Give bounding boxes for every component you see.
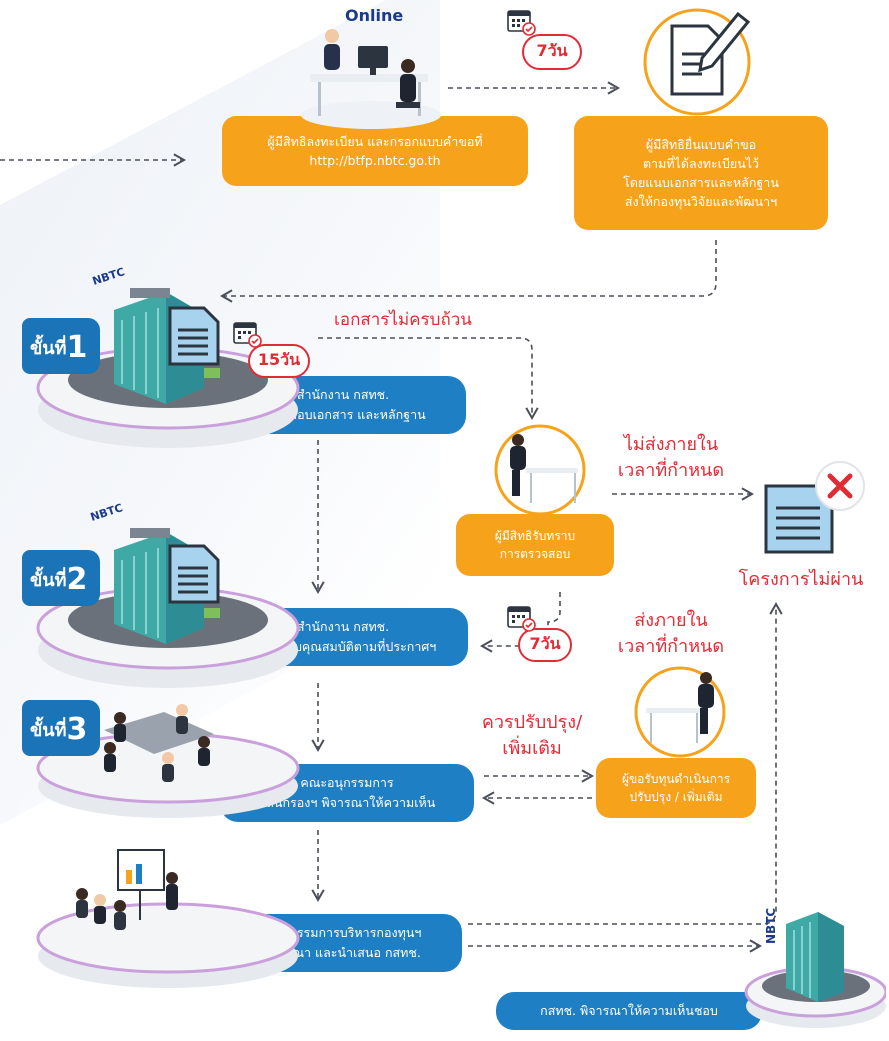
duration-badge-7-days-mid: 7วัน — [518, 628, 572, 662]
step3-platform — [36, 704, 300, 818]
fund-committee-line-2: พิจารณา และนำเสนอ กสทช. — [263, 945, 421, 960]
grantee-revise-line-1: ผู้ขอรับทุนดำเนินการ — [621, 772, 731, 786]
project-failed-label: โครงการไม่ผ่าน — [738, 569, 864, 590]
meeting-icon — [104, 704, 214, 782]
incomplete-docs-label: เอกสารไม่ครบถ้วน — [334, 310, 472, 330]
calendar-check-icon — [507, 10, 536, 36]
step-3-prefix: ขั้นที่ — [30, 720, 67, 741]
document-icon — [168, 306, 220, 366]
register-line-1: ผู้มีสิทธิลงทะเบียน และกรอกแบบคำขอที่ — [267, 134, 483, 149]
subcommittee-box: คณะอนุกรรมการ กลั่นกรองฯ พิจารณาให้ความเ… — [220, 764, 474, 822]
step4-platform — [36, 849, 300, 988]
submit-line-2: ตามที่ได้ลงทะเบียนไว้ — [642, 156, 760, 171]
step-1-prefix: ขั้นที่ — [30, 338, 67, 359]
grantee-revise-line-2: ปรับปรุง / เพิ่มเติม — [629, 790, 723, 804]
online-office-desk-icon — [301, 29, 441, 129]
submitted-line-2: เวลาที่กำหนด — [617, 636, 725, 657]
duration-badge-15-days: 15วัน — [248, 344, 310, 378]
should-revise-line-1: ควรปรับปรุง/ — [481, 712, 583, 733]
applicant-ack-box: ผู้มีสิทธิรับทราบ การตรวจสอบ — [456, 514, 614, 576]
desk-worker-icon — [634, 666, 726, 758]
presentation-icon — [76, 849, 178, 930]
calendar-check-icon — [233, 322, 262, 348]
nbtc-approve-line-1: กสทช. พิจารณาให้ความเห็นชอบ — [540, 1003, 718, 1018]
not-submitted-in-time-label: ไม่ส่งภายใน เวลาที่กำหนด — [596, 432, 746, 484]
submit-line-3: โดยแนบเอกสารและหลักฐาน — [623, 175, 779, 190]
nbtc-label-final: NBTC — [764, 907, 778, 944]
duration-badge-7-days: 7วัน — [522, 34, 582, 70]
reject-x-icon — [764, 461, 865, 554]
office-check-quals-line-1: สำนักงาน กสทช. — [296, 619, 390, 634]
document-icon — [168, 544, 220, 604]
should-revise-line-2: เพิ่มเติม — [502, 738, 562, 759]
step-1-number: 1 — [66, 330, 88, 365]
register-line-2: http://btfp.nbtc.go.th — [309, 153, 441, 168]
fund-committee-line-1: คณะกรรมการบริหารกองทุนฯ — [262, 925, 422, 940]
submitted-line-1: ส่งภายใน — [634, 610, 708, 631]
not-submitted-line-1: ไม่ส่งภายใน — [623, 434, 719, 455]
applicant-ack-line-2: การตรวจสอบ — [499, 547, 571, 561]
office-check-docs-line-1: สำนักงาน กสทช. — [296, 387, 390, 402]
submit-line-1: ผู้มีสิทธิยื่นแบบคำขอ — [645, 137, 757, 152]
applicant-ack-line-1: ผู้มีสิทธิรับทราบ — [494, 529, 576, 543]
subcommittee-line-2: กลั่นกรองฯ พิจารณาให้ความเห็น — [258, 795, 436, 810]
should-revise-label: ควรปรับปรุง/ เพิ่มเติม — [462, 710, 602, 762]
subcommittee-line-1: คณะอนุกรรมการ — [300, 775, 394, 790]
calendar-check-icon — [507, 606, 536, 632]
office-building-icon — [786, 912, 844, 1002]
office-check-docs-line-2: ตรวจสอบเอกสาร และหลักฐาน — [260, 407, 426, 422]
step-2-number: 2 — [66, 562, 88, 597]
not-submitted-line-2: เวลาที่กำหนด — [617, 460, 725, 481]
nbtc-final-platform — [744, 912, 886, 1028]
step-3-number: 3 — [66, 712, 88, 747]
online-label: Online — [345, 6, 404, 25]
submit-request-box: ผู้มีสิทธิยื่นแบบคำขอ ตามที่ได้ลงทะเบียน… — [574, 116, 828, 230]
step-2-prefix: ขั้นที่ — [30, 570, 67, 591]
nbtc-approve-box: กสทช. พิจารณาให้ความเห็นชอบ — [496, 992, 762, 1030]
desk-worker-icon — [494, 424, 586, 516]
document-pen-icon — [643, 8, 751, 116]
grantee-revise-box: ผู้ขอรับทุนดำเนินการ ปรับปรุง / เพิ่มเติ… — [596, 758, 756, 818]
submit-line-4: ส่งให้กองทุนวิจัยและพัฒนาฯ — [624, 194, 778, 209]
submitted-in-time-label: ส่งภายใน เวลาที่กำหนด — [596, 608, 746, 660]
